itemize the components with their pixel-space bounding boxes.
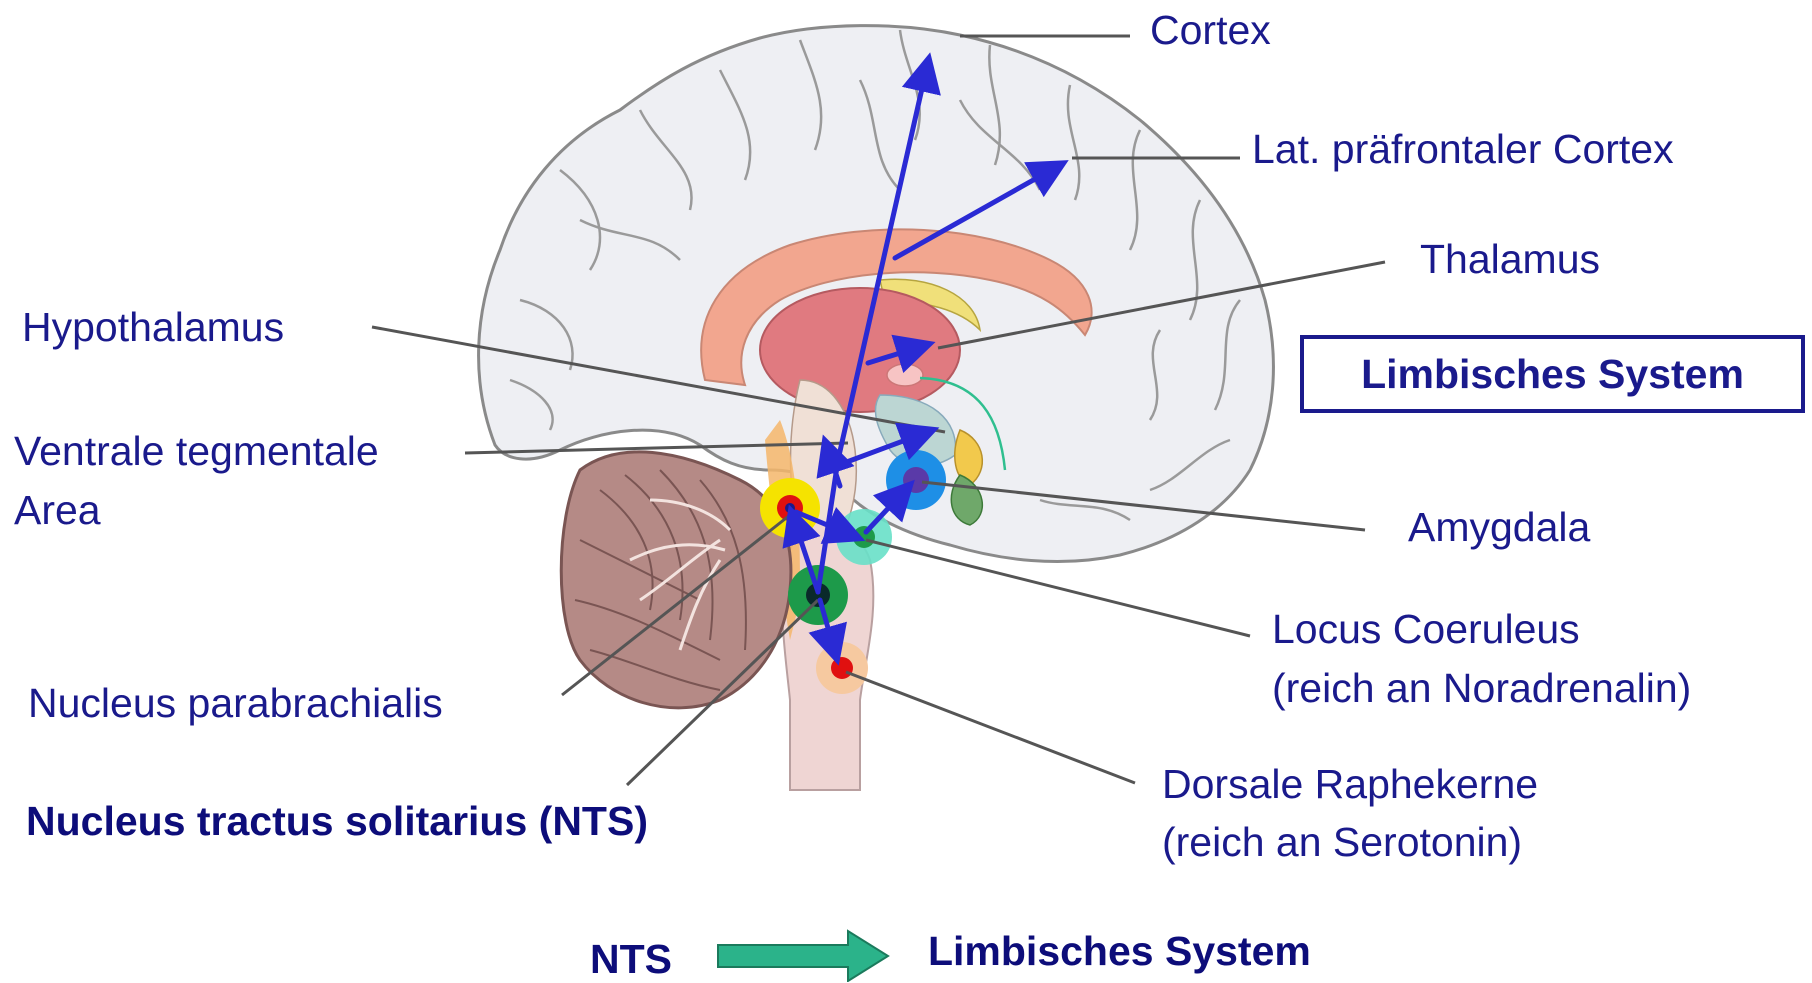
leader-dorsal-raphe: [846, 672, 1135, 783]
footer-from-label: NTS: [590, 935, 672, 983]
thalamus-highlight: [887, 364, 923, 386]
dorsal-raphe-marker: [816, 642, 868, 694]
label-dorsal-raphe-line2: (reich an Serotonin): [1162, 818, 1522, 866]
label-thalamus: Thalamus: [1420, 235, 1600, 283]
label-amygdala: Amygdala: [1408, 503, 1590, 551]
nucleus-parabrachialis-marker: [760, 478, 820, 538]
label-cortex: Cortex: [1150, 6, 1271, 54]
label-locus-coeruleus-line1: Locus Coeruleus: [1272, 605, 1580, 653]
label-lat-pfc: Lat. präfrontaler Cortex: [1252, 125, 1674, 173]
thalamus: [760, 288, 960, 412]
label-dorsal-raphe-line1: Dorsale Raphekerne: [1162, 760, 1538, 808]
locus-coeruleus-marker: [836, 509, 892, 565]
footer-to-label: Limbisches System: [928, 927, 1311, 975]
label-nucleus-parabrachialis: Nucleus parabrachialis: [28, 679, 443, 727]
limbic-system-box: Limbisches System: [1300, 335, 1805, 413]
label-locus-coeruleus-line2: (reich an Noradrenalin): [1272, 664, 1691, 712]
limbic-system-box-label: Limbisches System: [1361, 351, 1744, 398]
label-vta-line2: Area: [14, 486, 101, 534]
label-hypothalamus: Hypothalamus: [22, 303, 284, 351]
nts-marker: [788, 565, 848, 625]
label-vta-line1: Ventrale tegmentale: [14, 427, 379, 475]
label-nts: Nucleus tractus solitarius (NTS): [26, 797, 648, 845]
footer-arrow: [718, 931, 888, 981]
